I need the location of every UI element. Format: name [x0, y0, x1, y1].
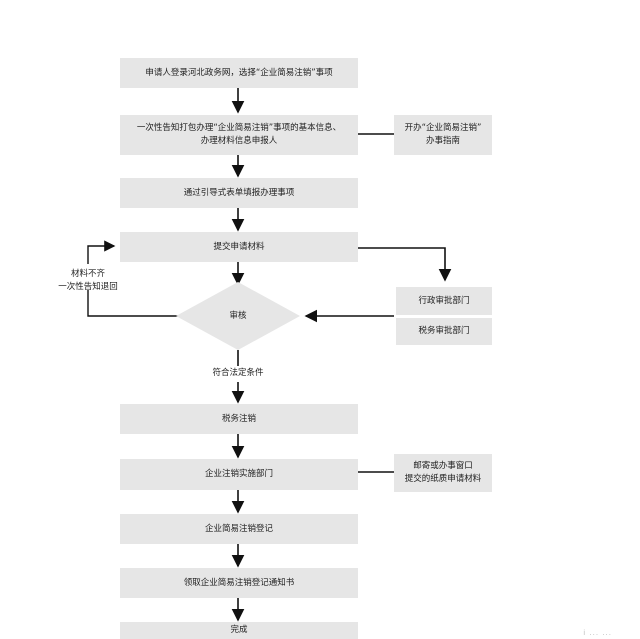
side-guide: 开办“企业简易注销” 办事指南: [394, 115, 492, 155]
step-tax-cancel: 税务注销: [120, 404, 358, 434]
review-diamond: [176, 282, 300, 350]
arrow-s4-dept: [358, 247, 452, 282]
step-complete: 完成: [120, 622, 358, 639]
step-receive-notice: 领取企业简易注销登记通知书: [120, 568, 358, 598]
step-submit: 提交申请材料: [120, 232, 358, 262]
side-mail-submit: 邮寄或办事窗口 提交的纸质申请材料: [394, 454, 492, 492]
side-tax-dept: 税务审批部门: [396, 318, 492, 345]
step-form: 通过引导式表单填报办理事项: [120, 178, 358, 208]
step-impl-dept: 企业注销实施部门: [120, 459, 358, 490]
footer-watermark: i ... ...: [583, 629, 612, 637]
step-login: 申请人登录河北政务网，选择“企业简易注销”事项: [120, 58, 358, 88]
return-note: 材料不齐 一次性告知退回: [58, 269, 118, 292]
arrow-return-up: [87, 240, 116, 264]
condition-label: 符合法定条件: [212, 368, 264, 378]
line-return-down: [87, 290, 180, 317]
step-notify: 一次性告知打包办理“企业简易注销”事项的基本信息、 办理材料信息申报人: [120, 115, 358, 155]
step-register: 企业简易注销登记: [120, 514, 358, 544]
review-label: 审核: [229, 311, 247, 321]
side-admin-dept: 行政审批部门: [396, 287, 492, 315]
